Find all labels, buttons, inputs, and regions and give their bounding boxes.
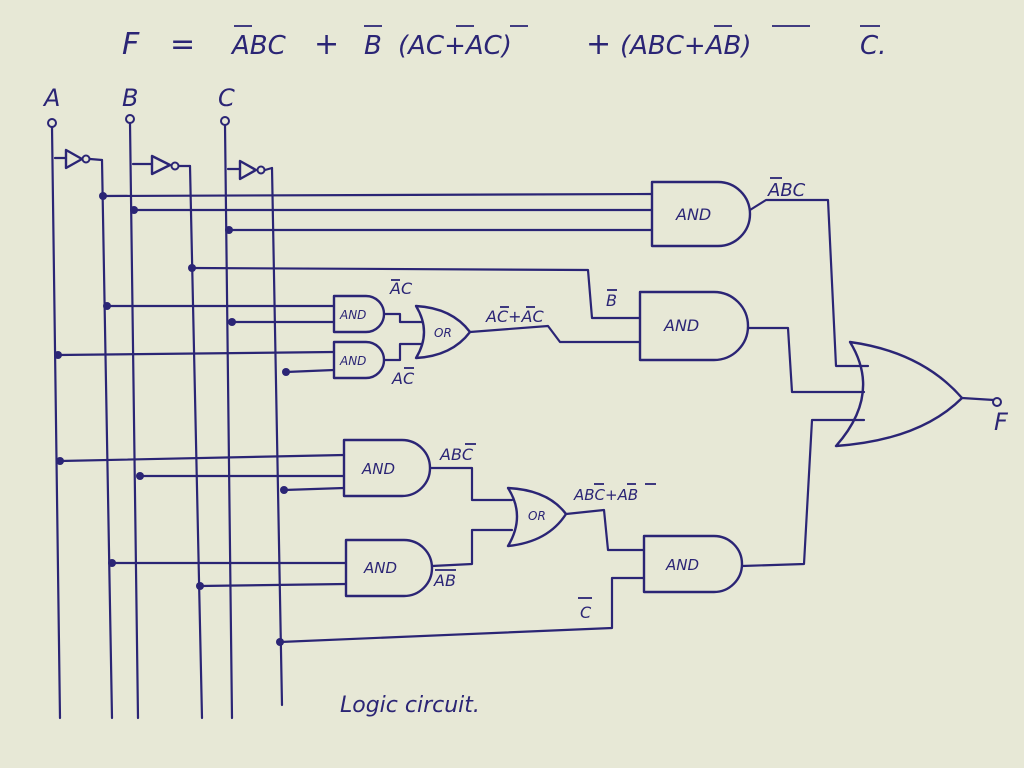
wire-label-c-bar: C	[580, 603, 592, 622]
wire-label-abc: ABC	[767, 180, 806, 201]
input-label-a: A	[42, 84, 60, 112]
input-label-c: C	[218, 84, 235, 112]
rail-c	[223, 123, 234, 720]
caption: Logic circuit.	[340, 693, 480, 718]
wire-to-final-or-3	[740, 418, 866, 568]
input-label-b: B	[122, 84, 138, 112]
and-gate-body	[650, 180, 752, 248]
wire-label-a-bar-c: AC	[389, 279, 413, 298]
and-gate-label: AND	[675, 205, 711, 224]
and-gate-label: AND	[361, 460, 395, 478]
and-gate-label: AND	[665, 556, 699, 574]
inverter-c	[238, 159, 258, 181]
and-gate-a-c-bar: AND AC	[54, 340, 415, 388]
rail-c-bar	[270, 166, 284, 707]
wire-label-abc-bar: ABC	[439, 445, 474, 464]
input-rails	[50, 121, 284, 720]
equation-term-abc: ABC	[230, 31, 287, 61]
and-gate-body	[332, 340, 386, 380]
and-gate-label: AND	[663, 316, 699, 335]
equation-factor-c: C.	[860, 31, 886, 61]
and-gate-label: AND	[363, 559, 397, 577]
inverter-b	[150, 154, 172, 176]
inputs: A B C	[42, 84, 235, 128]
rail-b	[128, 121, 140, 720]
or-gate-small: OR AC+AC	[382, 304, 642, 362]
output-terminal	[992, 397, 1002, 407]
and-gate-body	[332, 294, 386, 334]
or-gate-label: OR	[434, 326, 452, 340]
equation-plus-2: +	[586, 27, 611, 62]
input-terminal-a	[47, 118, 57, 128]
wire-label-mid-sum: ABC+AB	[573, 486, 638, 504]
input-terminal-b	[125, 114, 135, 124]
rail-b-bar	[188, 164, 204, 720]
or-gate-label: OR	[528, 509, 546, 523]
boolean-equation: F = ABC + B (AC+AC) + (ABC+AB) C.	[122, 25, 886, 62]
wire-label-b-bar: B	[606, 291, 617, 310]
wire-label-a-c-bar: AC	[391, 369, 415, 388]
or-gate-body	[414, 304, 472, 360]
and-gate-a-bar-c: AND AC	[103, 279, 413, 334]
equation-equals: =	[170, 27, 195, 62]
or-gate-body	[506, 486, 568, 548]
inverter-a-bubble	[81, 154, 91, 164]
and-gate-b-bar: AND B	[188, 264, 866, 394]
wire-to-final-or-2	[746, 326, 866, 394]
input-terminal-c	[220, 116, 230, 126]
and-gate-abc: AND ABC	[99, 177, 870, 368]
equation-factor-b: B	[364, 31, 382, 61]
wire-label-ab-bar: AB	[433, 571, 456, 590]
and-gate-body	[342, 438, 432, 498]
and-gate-a-bar-b-bar: AND AB	[108, 528, 514, 598]
inverter-b-bubble	[170, 161, 180, 171]
final-or-gate: F	[834, 340, 1009, 448]
and-gate-label: AND	[339, 354, 366, 368]
and-gate-c-bar: AND C	[276, 418, 866, 646]
equation-plus-1: +	[314, 27, 339, 62]
equation-lhs: F	[122, 27, 140, 62]
wire-label-ac-sum: AC+AC	[485, 307, 544, 326]
wire-to-final-or-1	[748, 198, 870, 368]
rail-a	[50, 125, 62, 720]
equation-group-abc: (ABC+AB)	[620, 31, 751, 61]
and-gate-label: AND	[339, 308, 366, 322]
output-label-f: F	[994, 408, 1009, 436]
inverter-a	[64, 148, 84, 170]
or-gate-body	[834, 340, 964, 448]
and-gate-body	[344, 538, 434, 598]
inverter-c-bubble	[256, 165, 266, 175]
and-gate-abc-bar: AND ABC	[56, 438, 514, 502]
or-gate-mid: OR ABC+AB	[506, 483, 656, 552]
inverters	[53, 148, 274, 181]
rail-a-bar	[100, 158, 114, 720]
equation-group-ac: (AC+AC)	[398, 31, 512, 61]
